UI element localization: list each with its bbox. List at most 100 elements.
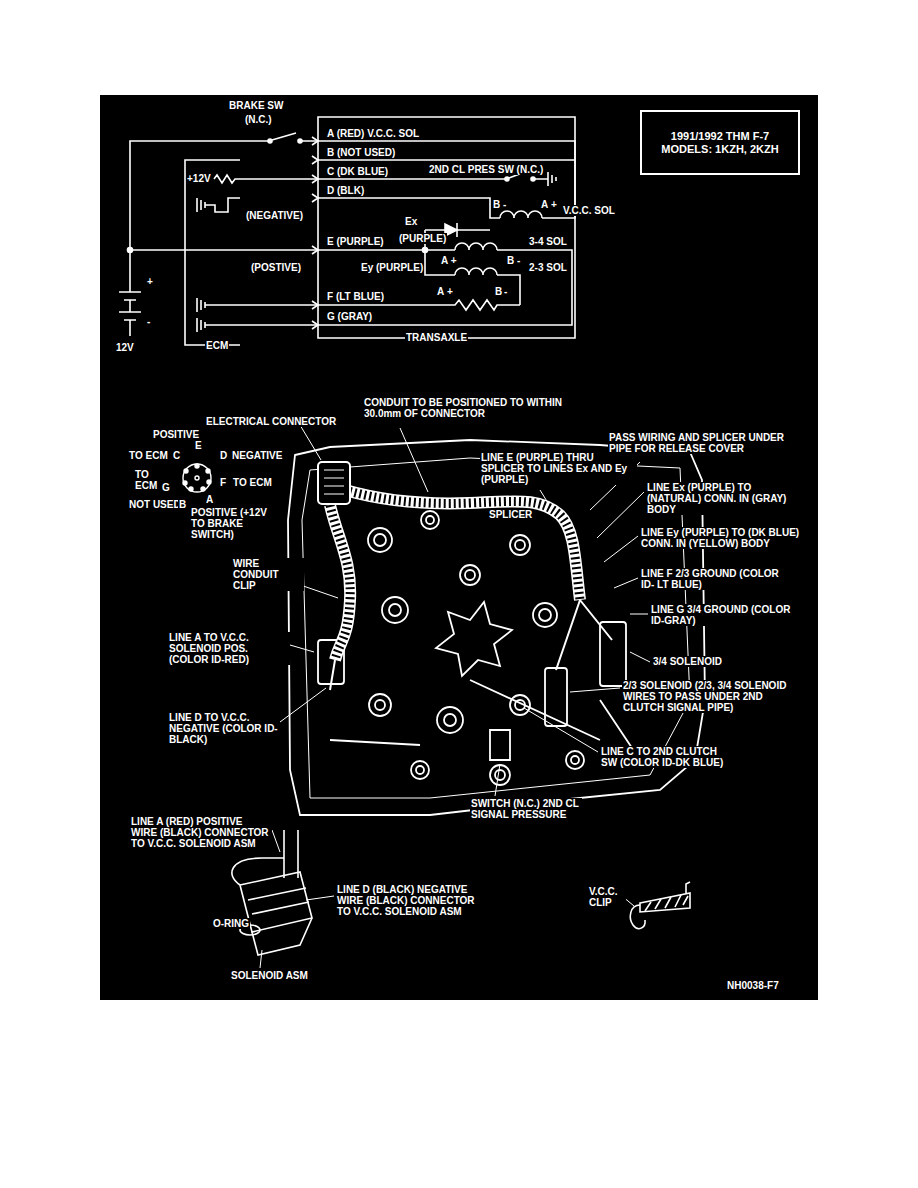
callout-label: 3/4 SOLENOID	[652, 656, 723, 667]
connector-face-part	[183, 464, 211, 492]
connector-face-part	[201, 487, 205, 491]
valve-body-part	[444, 714, 456, 726]
leader-lines-part	[306, 896, 334, 900]
wiring-schematic-part	[130, 249, 318, 251]
wiring-schematic-part	[318, 159, 575, 161]
valve-body-part	[330, 680, 640, 760]
callout-label: LINE D TO V.C.C. NEGATIVE (COLOR ID-BLAC…	[168, 712, 280, 745]
leader-lines-part	[614, 578, 638, 588]
valve-body-part	[436, 602, 512, 676]
valve-body-part	[426, 516, 434, 524]
callout-label: POSITIVE	[152, 429, 200, 440]
solenoid-assembly-sketch-part	[284, 830, 298, 878]
valve-body-part	[515, 540, 525, 550]
callout-label: ELECTRICAL CONNECTOR	[205, 416, 337, 427]
valve-body-part	[495, 770, 505, 780]
callout-label: B	[492, 199, 501, 210]
wiring-schematic-part	[197, 298, 318, 312]
wiring-schematic-part	[531, 177, 535, 181]
vcc-clip-sketch-part	[630, 905, 645, 929]
valve-body-part	[421, 511, 439, 529]
valve-body-part	[600, 622, 626, 686]
wiring-schematic-part	[130, 133, 318, 292]
callout-label: LINE Ex (PURPLE) TO (NATURAL) CONN. IN (…	[646, 482, 798, 515]
callout-label: A (RED) V.C.C. SOL	[326, 128, 420, 139]
callout-label: LINE F 2/3 GROUND (COLOR ID- LT BLUE)	[640, 568, 782, 590]
model-box: 1991/1992 THM F-7 MODELS: 1KZH, 2KZH	[640, 110, 800, 175]
callout-label: B	[178, 499, 187, 510]
connector-face-part	[195, 476, 199, 480]
callout-label: 2-3 SOL	[528, 262, 568, 273]
callout-label: 3-4 SOL	[528, 236, 568, 247]
wire-conduit-part	[324, 470, 344, 494]
callout-label: O-RING	[212, 918, 250, 929]
callout-label: SPLICER	[488, 509, 533, 520]
vcc-clip-sketch-part	[686, 882, 690, 893]
callout-label: A	[205, 494, 214, 505]
valve-body-part	[389, 604, 401, 616]
callout-label: G (GRAY)	[326, 311, 373, 322]
valve-body-part	[510, 535, 530, 555]
leader-lines-part	[495, 764, 500, 796]
callout-label: -	[503, 286, 508, 297]
callout-label: LINE D (BLACK) NEGATIVE WIRE (BLACK) CON…	[336, 884, 478, 917]
wiring-schematic-part	[318, 198, 500, 218]
leader-lines-part	[597, 492, 644, 538]
leader-lines-part	[604, 536, 638, 562]
wiring-schematic-part	[318, 250, 572, 325]
leader-lines	[246, 425, 650, 968]
wiring-schematic-part	[128, 248, 133, 253]
leader-lines-part	[524, 708, 598, 752]
solenoid-assembly-sketch-part	[232, 858, 284, 885]
callout-label: TO ECM	[134, 469, 164, 491]
valve-body-part	[411, 761, 429, 779]
callout-label: 12V	[115, 342, 135, 353]
vcc-clip-sketch-part	[645, 895, 688, 911]
callout-label: TO ECM	[128, 450, 169, 461]
wiring-schematic	[119, 117, 575, 345]
valve-body-part	[375, 700, 385, 710]
valve-body-part	[571, 756, 579, 764]
callout-label: D (BLK)	[326, 185, 365, 196]
valve-body-part	[490, 730, 510, 760]
callout-label: (PURPLE)	[398, 233, 447, 244]
callout-label: LINE A TO V.C.C. SOLENOID POS. (COLOR ID…	[168, 632, 290, 665]
valve-body-part	[533, 603, 557, 627]
wiring-schematic-part	[197, 198, 240, 212]
callout-label: LINE Ey (PURPLE) TO (DK BLUE) CONN. IN (…	[640, 527, 802, 549]
valve-body-part	[539, 609, 551, 621]
wire-conduit-part	[345, 490, 580, 600]
valve-body-part	[416, 766, 424, 774]
callout-label: POSITIVE (+12V TO BRAKE SWITCH)	[190, 507, 284, 540]
valve-body-part	[510, 695, 530, 715]
valve-body-part	[490, 765, 510, 785]
callout-label: V.C.C. CLIP	[588, 886, 626, 908]
callout-label: V.C.C. SOL	[562, 205, 616, 216]
solenoid-assembly-sketch-part	[252, 918, 312, 955]
solenoid-assembly-sketch-part	[240, 872, 312, 932]
callout-label: A +	[440, 255, 457, 266]
wire-conduit-part	[330, 600, 612, 690]
wiring-schematic-part	[500, 211, 542, 218]
vcc-clip-sketch-part	[640, 893, 690, 912]
wiring-schematic-part	[423, 248, 428, 253]
leader-lines-part	[570, 688, 620, 692]
callout-label: E	[194, 440, 203, 451]
valve-body-part	[460, 565, 480, 585]
callout-label: LINE C TO 2ND CLUTCH SW (COLOR ID-DK BLU…	[600, 746, 732, 768]
callout-label: A	[540, 199, 549, 210]
connector-face-part	[207, 480, 211, 484]
leader-lines-part	[540, 490, 548, 503]
valve-body-part	[374, 534, 386, 546]
solenoid-assembly-sketch-part	[248, 888, 309, 914]
leader-lines-part	[272, 830, 280, 852]
callout-label: PASS WIRING AND SPLICER UNDER PIPE FOR R…	[608, 432, 790, 454]
leader-lines-part	[630, 652, 650, 662]
callout-label: B (NOT USED)	[326, 147, 396, 158]
wiring-schematic-part	[197, 318, 318, 332]
callout-label: +	[446, 286, 454, 297]
callout-label: B -	[506, 255, 521, 266]
callout-label: BRAKE SW	[228, 100, 284, 111]
callout-label: WIRE CONDUIT CLIP	[232, 558, 304, 591]
